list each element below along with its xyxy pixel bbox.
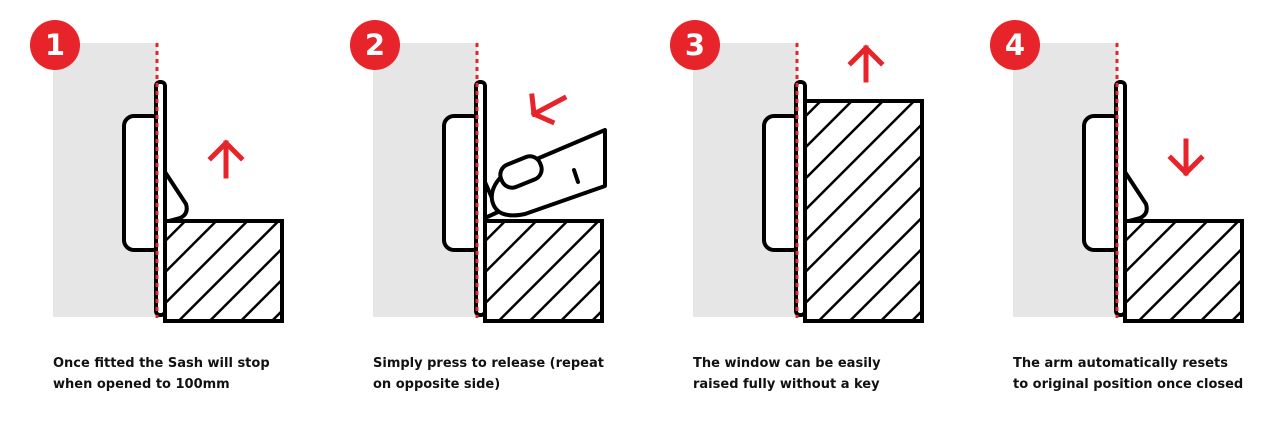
step-caption: The window can be easily raised fully wi…	[693, 356, 881, 392]
step-3: 3 The window can be easily raised fully …	[640, 0, 940, 435]
step-3-illustration	[693, 43, 924, 323]
step-1: 1 Once fitted the Sash will stop when op…	[0, 0, 300, 435]
step-number-badge: 4	[990, 20, 1040, 70]
sash-hatched	[1123, 219, 1244, 323]
finger-icon	[489, 128, 607, 218]
stop-arm	[1123, 170, 1149, 224]
step-caption: Simply press to release (repeat on oppos…	[373, 356, 604, 392]
step-caption: Once fitted the Sash will stop when open…	[53, 356, 270, 392]
stop-arm	[163, 170, 189, 224]
sash-hatched-raised	[803, 99, 924, 323]
step-caption: The arm automatically resets to original…	[1013, 356, 1244, 392]
up-arrow-icon	[847, 44, 885, 83]
step-number-badge: 1	[30, 20, 80, 70]
sash-hatched	[483, 219, 604, 323]
step-2-illustration	[373, 43, 607, 323]
step-2: 2 Simply press to release (repeat on opp…	[320, 0, 620, 435]
step-1-illustration	[53, 43, 284, 323]
step-number-badge: 2	[350, 20, 400, 70]
press-arrow-icon	[529, 93, 568, 126]
down-arrow-icon	[1167, 138, 1205, 177]
sash-hatched	[163, 219, 284, 323]
step-4: 4 The arm automatically resets to origin…	[960, 0, 1260, 435]
up-arrow-icon	[207, 139, 245, 179]
step-4-illustration	[1013, 43, 1244, 323]
step-number-badge: 3	[670, 20, 720, 70]
